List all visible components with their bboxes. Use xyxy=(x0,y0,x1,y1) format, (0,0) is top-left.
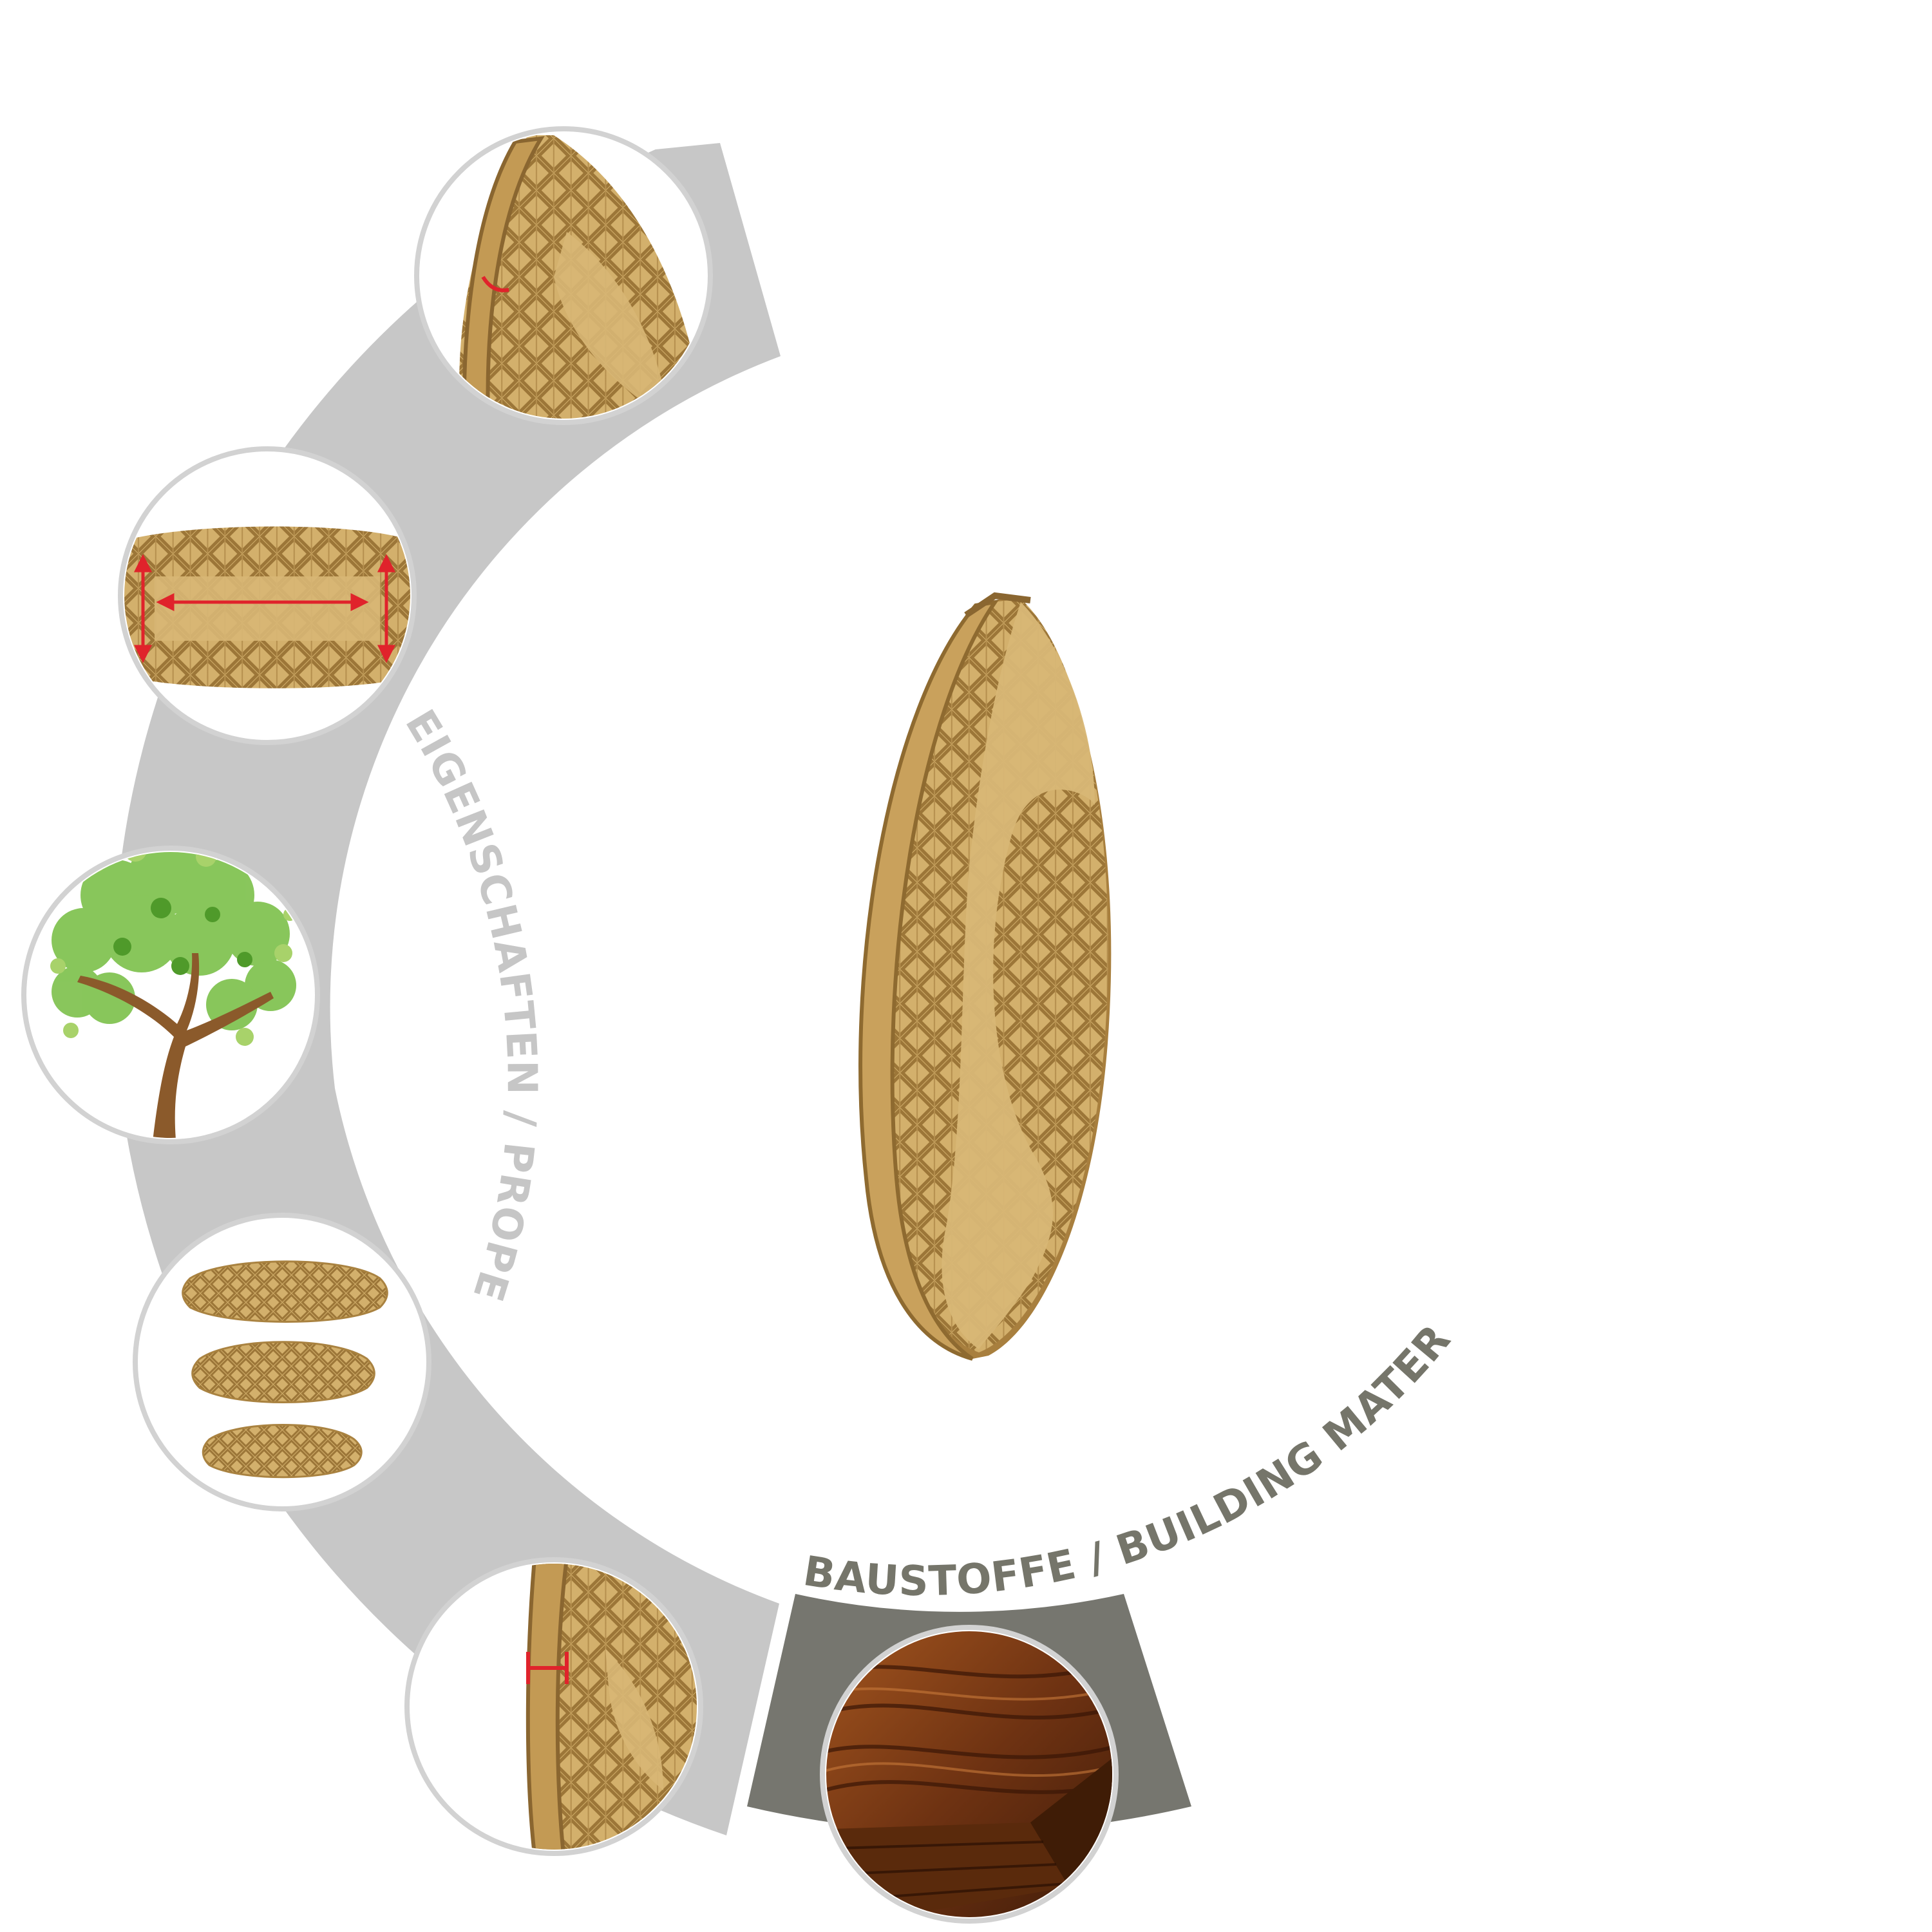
circle-wood-material xyxy=(820,1625,1119,1924)
circle-thickness xyxy=(404,1557,703,1856)
circle-natural-wood xyxy=(21,846,320,1144)
edge-angle-marker xyxy=(481,276,509,292)
circle-length-width xyxy=(118,446,417,745)
biscuit-sizes-icon xyxy=(182,1260,388,1479)
biscuit-main-image xyxy=(858,592,1112,1361)
circle-sizes xyxy=(133,1213,431,1511)
thickness-marker xyxy=(526,1652,569,1684)
length-width-arrows xyxy=(133,554,396,663)
circle-edge-angle xyxy=(414,126,713,425)
